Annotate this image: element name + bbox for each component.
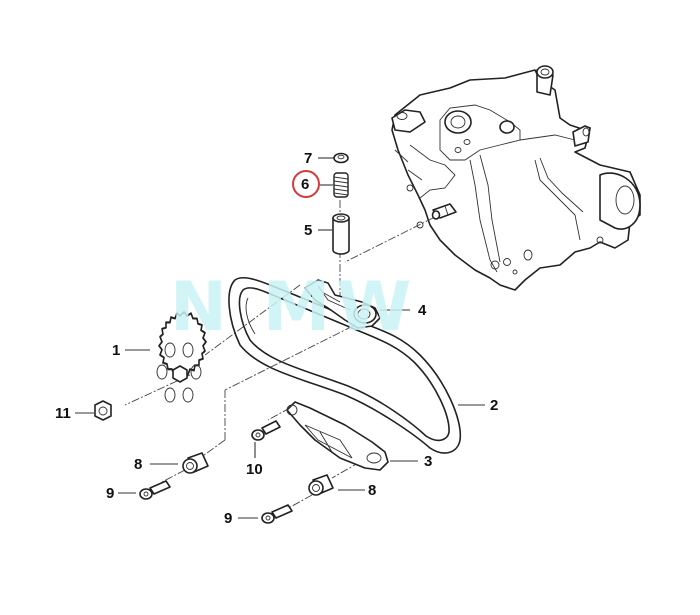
callout-label-7[interactable]: 7 [304,150,313,167]
part-5-sleeve [332,213,350,255]
callout-label-10[interactable]: 10 [246,461,263,478]
oil-pump-housing [391,65,641,291]
callout-label-9b[interactable]: 9 [224,510,233,527]
callout-label-8a[interactable]: 8 [134,456,143,473]
highlight-circle-part-6 [292,170,320,198]
callout-label-6[interactable]: 6 [301,176,310,193]
callout-label-9a[interactable]: 9 [106,485,115,502]
part-9a-bolt [139,480,171,500]
part-6-spring [333,172,349,198]
watermark: N MW [170,268,418,347]
part-2-chain [228,277,462,454]
part-11-hex-nut [94,400,112,421]
part-9b-bolt [261,504,293,524]
callout-label-3[interactable]: 3 [424,453,433,470]
callout-label-11[interactable]: 11 [55,405,71,422]
callout-label-8b[interactable]: 8 [368,482,377,499]
part-7-washer [333,152,349,164]
part-3-tensioner-rail [286,401,389,471]
part-10-bolt [251,420,281,441]
part-4-chain-guide [304,279,381,329]
callout-label-4[interactable]: 4 [418,302,427,319]
part-8b-sleeve [308,474,334,496]
callout-leaders [75,157,485,519]
callout-label-2[interactable]: 2 [490,397,499,414]
callout-label-5[interactable]: 5 [304,222,313,239]
part-8a-sleeve [182,452,209,474]
part-1-sprocket [156,310,207,403]
callout-label-1[interactable]: 1 [112,342,121,359]
